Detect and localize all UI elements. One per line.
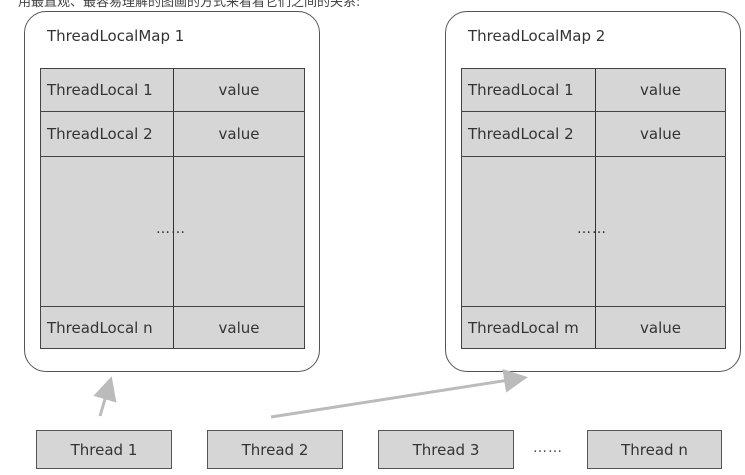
- map-2-row-1: ThreadLocal 1 value: [462, 69, 725, 112]
- map-2-ellipsis: ……: [577, 221, 607, 237]
- map-2-row-2-key: ThreadLocal 2: [468, 125, 574, 143]
- map-2-row-m-key: ThreadLocal m: [468, 319, 579, 337]
- map-2-row-1-key: ThreadLocal 1: [468, 81, 574, 99]
- map-1-title: ThreadLocalMap 1: [47, 27, 185, 45]
- map-2-row-m-value: value: [640, 319, 681, 337]
- thread-1-box: Thread 1: [36, 430, 172, 469]
- map-2-row-2: ThreadLocal 2 value: [462, 112, 725, 157]
- map-2-row-m: ThreadLocal m value: [462, 307, 725, 349]
- map-1-row-n-value: value: [218, 319, 260, 337]
- map-1-divider: [173, 69, 174, 348]
- map-1-row-2-value: value: [218, 125, 260, 143]
- arrow-thread2-to-map2: [270, 368, 528, 419]
- intro-text: 用最直观、最容易理解的图画的方式来看看它们之间的关系:: [18, 0, 361, 10]
- map-1-row-2-key: ThreadLocal 2: [47, 125, 153, 143]
- map-1-row-ellipsis: ……: [41, 157, 304, 307]
- map-2-divider: [595, 69, 596, 348]
- threads-ellipsis: ……: [533, 440, 563, 456]
- map-1-row-1-key: ThreadLocal 1: [47, 81, 153, 99]
- map-1-row-1-value: value: [218, 81, 260, 99]
- map-1-ellipsis: ……: [156, 221, 186, 237]
- thread-2-box: Thread 2: [207, 430, 343, 469]
- map-2-row-1-value: value: [640, 81, 681, 99]
- map-1-row-1: ThreadLocal 1 value: [41, 69, 304, 112]
- map-2-row-2-value: value: [640, 125, 681, 143]
- map-1-table: ThreadLocal 1 value ThreadLocal 2 value …: [40, 68, 305, 349]
- thread-3-box: Thread 3: [378, 430, 514, 469]
- map-1-row-2: ThreadLocal 2 value: [41, 112, 304, 157]
- map-2-title: ThreadLocalMap 2: [468, 27, 606, 45]
- arrow-thread1-to-map1: [93, 376, 117, 417]
- thread-n-box: Thread n: [587, 430, 722, 469]
- map-2-row-ellipsis: ……: [462, 157, 725, 307]
- map-1-row-n-key: ThreadLocal n: [47, 319, 153, 337]
- map-1-row-n: ThreadLocal n value: [41, 307, 304, 349]
- map-2-table: ThreadLocal 1 value ThreadLocal 2 value …: [461, 68, 726, 349]
